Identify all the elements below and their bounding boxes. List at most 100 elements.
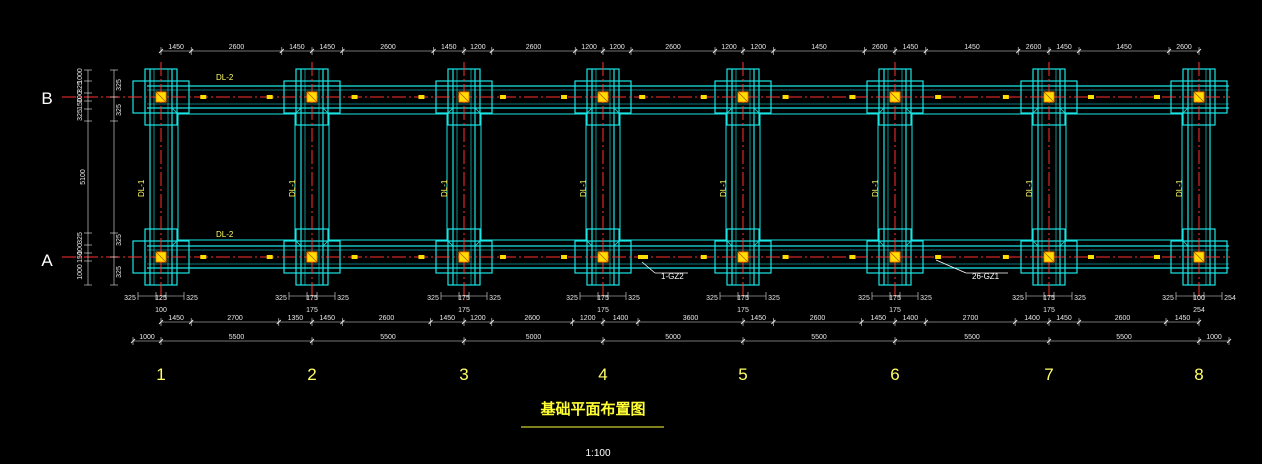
dim-left-text: 325 xyxy=(77,232,84,244)
dim-top-text: 1200 xyxy=(609,44,625,51)
dim-pad-text: 175 xyxy=(1043,295,1055,302)
column-hatch xyxy=(306,251,318,263)
dim-pad-text: 175 xyxy=(889,295,901,302)
gz-column xyxy=(1002,255,1009,259)
dim-top-slash xyxy=(431,48,436,54)
gz-column xyxy=(499,95,506,99)
bay-outline xyxy=(1065,113,1183,241)
drawing-title: 基础平面布置图 xyxy=(539,400,645,418)
dim-top-text: 1450 xyxy=(1056,44,1072,51)
dim-bottom2-slash xyxy=(1196,319,1202,325)
dim-top-slash xyxy=(1196,48,1202,54)
dim-bottom2-slash xyxy=(428,319,433,325)
dim-bottom2-slash xyxy=(489,319,495,325)
beam-label-vertical: DL-1 xyxy=(1025,179,1034,197)
dim-left-text2: 325 xyxy=(116,104,123,116)
column-hatch xyxy=(155,251,167,263)
dim-overall-slash xyxy=(461,338,467,344)
dim-bottom2-text: 1450 xyxy=(750,315,766,322)
dim-bottom2-text: 1350 xyxy=(288,315,304,322)
dim-left-text: 100 xyxy=(77,91,84,103)
beam-label-vertical: DL-1 xyxy=(1175,179,1184,197)
dim-top-text: 2600 xyxy=(229,44,245,51)
column-hatch xyxy=(889,251,901,263)
gz-column xyxy=(418,255,425,259)
dim-small-text: 175 xyxy=(306,307,318,314)
gz-column xyxy=(499,255,506,259)
callout-gz1-leader xyxy=(935,259,967,274)
column-hatch xyxy=(1043,251,1055,263)
dim-pad-text: 325 xyxy=(858,295,870,302)
dimension-lines: 1450 2600 1450 1450 2600 1450 1200 2600 1200 1200… xyxy=(77,44,1236,345)
dim-small-text: 175 xyxy=(597,307,609,314)
callout-gz2: 1-GZ2 xyxy=(661,272,684,281)
dim-top-text: 2600 xyxy=(665,44,681,51)
dim-top-slash xyxy=(1046,48,1052,54)
gz-column xyxy=(782,255,789,259)
dim-top-slash xyxy=(489,48,495,54)
dim-bottom2-slash xyxy=(1046,319,1052,325)
dim-top-slash xyxy=(628,48,634,54)
dim-bottom2-slash xyxy=(188,319,194,325)
bay-outline xyxy=(911,113,1033,241)
bay-outline xyxy=(619,113,727,241)
dim-top-slash xyxy=(572,48,578,54)
dim-top-text: 1200 xyxy=(581,44,597,51)
gz-column xyxy=(561,255,568,259)
dim-top-slash xyxy=(923,48,929,54)
foundation-outline xyxy=(132,68,1229,286)
beam-label-vertical: DL-1 xyxy=(440,179,449,197)
drawing-scale: 1:100 xyxy=(585,448,610,459)
dim-pad-text: 325 xyxy=(628,295,640,302)
dim-left-text: 1000 xyxy=(77,68,84,84)
dim-top-slash xyxy=(309,48,315,54)
dim-top-text: 1450 xyxy=(811,44,827,51)
dim-bottom2-text: 2600 xyxy=(810,315,826,322)
dim-top-text: 1450 xyxy=(441,44,457,51)
bay-outline xyxy=(177,113,296,241)
dim-top-text: 1450 xyxy=(964,44,980,51)
column-hatch xyxy=(458,91,470,103)
dim-left-text: 100 xyxy=(77,243,84,255)
dim-bottom2-slash xyxy=(1012,319,1018,325)
dim-left-text2: 325 xyxy=(116,266,123,278)
dim-bottom2-text: 1450 xyxy=(168,315,184,322)
dim-pad-text: 325 xyxy=(1012,295,1024,302)
dim-small-text: 175 xyxy=(889,307,901,314)
column-hatch xyxy=(597,251,609,263)
dim-overall-text: 5500 xyxy=(811,334,827,341)
dim-small-text: 100 xyxy=(155,307,167,314)
gz-column xyxy=(935,255,942,259)
dim-bottom2-slash xyxy=(309,319,315,325)
column-hatch xyxy=(737,91,749,103)
gz-column xyxy=(935,95,942,99)
dim-pad-text: 325 xyxy=(566,295,578,302)
axis-label-3: 3 xyxy=(459,365,468,384)
dim-top-text: 1450 xyxy=(319,44,335,51)
dim-bottom2-text: 1200 xyxy=(580,315,596,322)
row-label-b: B xyxy=(41,89,52,108)
dim-bottom2-slash xyxy=(1163,319,1169,325)
gz-column xyxy=(266,255,273,259)
beam-label-vertical: DL-1 xyxy=(137,179,146,197)
dim-top-text: 1450 xyxy=(289,44,305,51)
axis-label-7: 7 xyxy=(1044,365,1053,384)
dim-small-text: 175 xyxy=(737,307,749,314)
dim-bottom2-slash xyxy=(859,319,864,325)
dim-pad-text: 100 xyxy=(1193,295,1205,302)
axis-label-1: 1 xyxy=(156,365,165,384)
dim-bottom2-text: 2600 xyxy=(379,315,395,322)
gz-column xyxy=(351,95,358,99)
dim-overall-text: 5500 xyxy=(1116,334,1132,341)
dim-bottom2-text: 2700 xyxy=(227,315,243,322)
dim-overall-text: 5500 xyxy=(229,334,245,341)
axis-label-5: 5 xyxy=(738,365,747,384)
dim-top-text: 1450 xyxy=(903,44,919,51)
dim-overall-slash xyxy=(740,338,746,344)
dim-top-slash xyxy=(740,48,746,54)
callout-gz2-leader xyxy=(641,261,656,274)
gz-column xyxy=(849,255,856,259)
gz-column xyxy=(200,95,207,99)
